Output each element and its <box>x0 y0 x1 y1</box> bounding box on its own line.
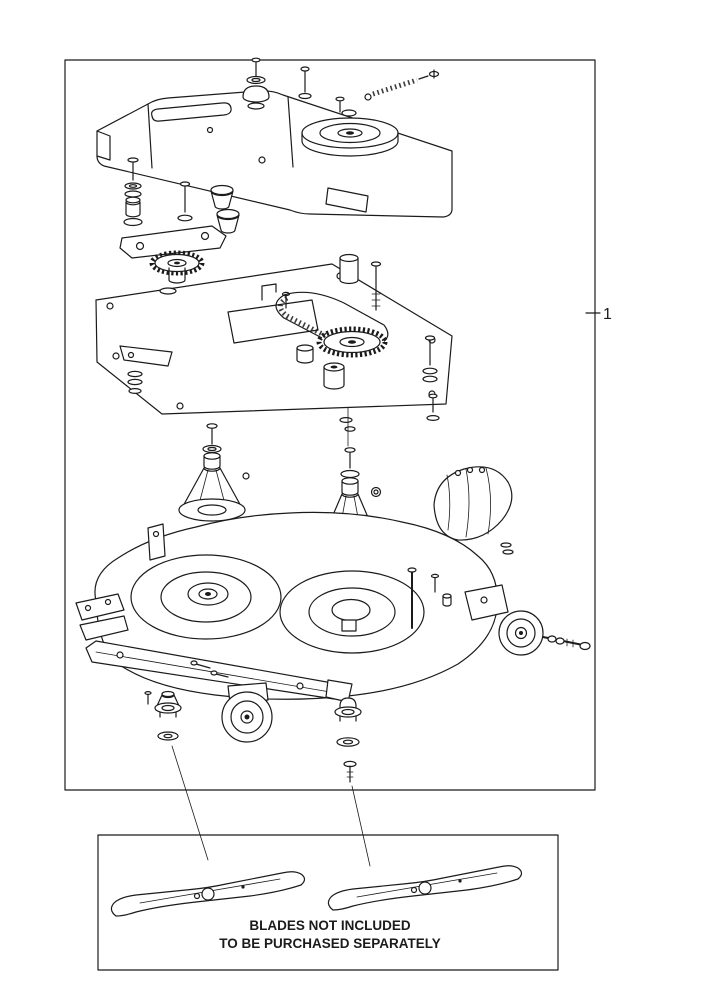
blades-caption: BLADES NOT INCLUDED TO BE PURCHASED SEPA… <box>219 918 441 951</box>
blades-caption-line1: BLADES NOT INCLUDED <box>249 918 410 933</box>
blade-screw <box>343 760 357 783</box>
under-plate-bracket <box>119 345 356 447</box>
mounting-plate <box>95 263 453 415</box>
cogged-pulley-small <box>149 250 205 295</box>
spindle-cap-stack <box>242 57 270 110</box>
hardware-stack-left <box>123 157 143 227</box>
blade-right <box>327 865 523 911</box>
callout-1-label: 1 <box>603 306 612 323</box>
spacer-cylinder <box>339 253 359 285</box>
deck-shell <box>75 511 509 703</box>
caster-wheel <box>190 660 273 743</box>
cogged-pulley-main <box>296 326 388 390</box>
side-brackets <box>75 593 129 641</box>
cover-bolt <box>298 66 312 100</box>
callout-1: 1 <box>585 306 612 323</box>
blades-box: BLADES NOT INCLUDED TO BE PURCHASED SEPA… <box>97 834 559 971</box>
blade-boss-center <box>334 697 362 783</box>
plate-bolt <box>370 261 382 311</box>
leader-line-right <box>351 785 371 867</box>
blade-housing-right <box>279 570 425 654</box>
idler-cones <box>177 181 240 234</box>
top-pulley <box>301 96 399 157</box>
gauge-wheel <box>498 610 591 656</box>
blade-housing-left <box>130 554 282 640</box>
axle-bolt <box>542 635 591 651</box>
leader-line-left <box>171 745 209 861</box>
diagram-frame <box>64 59 596 791</box>
tensioner-arm <box>119 225 227 259</box>
tension-spring <box>364 69 440 101</box>
plate-cutout <box>227 299 319 344</box>
blades-caption-line2: TO BE PURCHASED SEPARATELY <box>219 936 441 951</box>
plate-bolt-2 <box>422 335 440 422</box>
deflector <box>433 466 514 555</box>
blade-left <box>110 871 306 917</box>
blade-boss-left <box>144 690 182 741</box>
belt-cover <box>96 90 453 218</box>
